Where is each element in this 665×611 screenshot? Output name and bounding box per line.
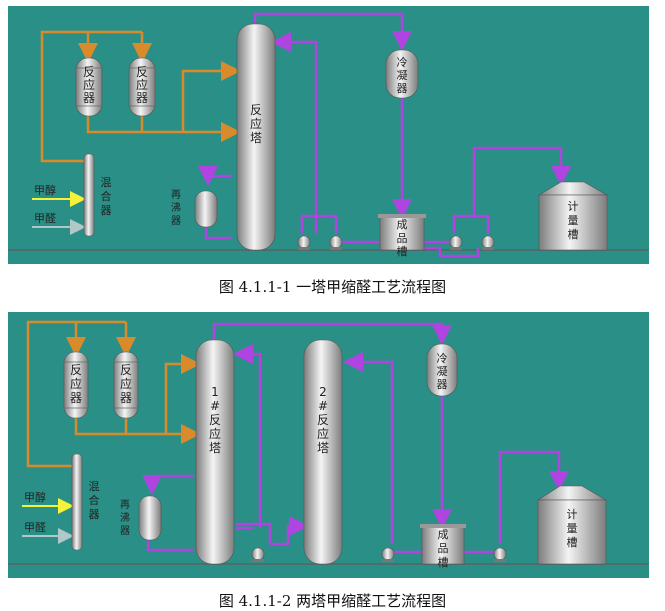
methanol-label: 甲醇 <box>24 490 46 504</box>
pump-4 <box>481 235 495 250</box>
purple-piping <box>142 322 569 554</box>
reboiler-label: 再沸器 <box>171 189 181 227</box>
orange-piping <box>40 30 241 163</box>
pump-2 <box>329 235 343 250</box>
mixer <box>83 153 95 237</box>
figure-1-caption: 图 4.1.1-1 一塔甲缩醛工艺流程图 <box>218 278 447 296</box>
flow-diagram-one-tower: 甲醇 甲醛 混合器 反应器 反应器 反应塔 再沸器 <box>8 6 649 264</box>
pump-3 <box>493 547 507 562</box>
flow-diagram-two-tower: 甲醇 甲醛 混合器 反应器 反应器 1#反应塔 2#反应塔 再沸器 <box>8 312 649 578</box>
condenser <box>426 343 458 397</box>
measuring-tank <box>537 181 609 251</box>
product-tank <box>378 214 426 251</box>
figure-2-caption: 图 4.1.1-2 两塔甲缩醛工艺流程图 <box>218 592 447 610</box>
reboiler <box>194 190 218 228</box>
condenser-label: 冷凝器 <box>437 352 448 391</box>
pump-1 <box>251 547 265 562</box>
reactor-a <box>63 351 89 419</box>
reaction-tower-2-label: 2#反应塔 <box>317 385 329 455</box>
product-tank-label: 成品槽 <box>397 218 408 258</box>
condenser <box>385 49 419 99</box>
mixer-label-vertical: 混合器 <box>89 480 100 521</box>
product-tank-label: 成品槽 <box>438 528 449 569</box>
reactor-b <box>113 351 139 419</box>
reaction-tower-2 <box>303 339 343 565</box>
orange-piping <box>26 320 201 468</box>
reaction-tower-1-label: 1#反应塔 <box>209 385 221 455</box>
reactor-a <box>75 57 103 117</box>
reactor-b-label: 反应器 <box>136 65 148 105</box>
methanol-label: 甲醇 <box>34 183 56 197</box>
reaction-tower-1 <box>195 339 235 565</box>
reactor-a-label: 反应器 <box>83 65 95 105</box>
condenser-label: 冷凝器 <box>397 56 408 95</box>
product-tank <box>420 524 466 565</box>
reboiler-label: 再沸器 <box>120 499 130 537</box>
measuring-tank <box>536 485 608 565</box>
reboiler <box>138 495 162 541</box>
measuring-tank-label: 计量槽 <box>568 200 579 241</box>
formaldehyde-label: 甲醛 <box>24 520 46 534</box>
measuring-tank-label: 计量槽 <box>567 508 578 549</box>
reactor-a-label: 反应器 <box>70 363 82 405</box>
reactor-b <box>128 57 156 117</box>
formaldehyde-label: 甲醛 <box>34 211 56 225</box>
pump-1 <box>297 235 311 250</box>
pump-2 <box>381 547 395 562</box>
reaction-tower <box>236 23 276 251</box>
reactor-b-label: 反应器 <box>120 363 132 405</box>
mixer <box>71 453 83 551</box>
mixer-label-vertical: 混合器 <box>101 176 112 217</box>
reaction-tower-label: 反应塔 <box>250 103 262 145</box>
pump-3 <box>449 235 463 250</box>
